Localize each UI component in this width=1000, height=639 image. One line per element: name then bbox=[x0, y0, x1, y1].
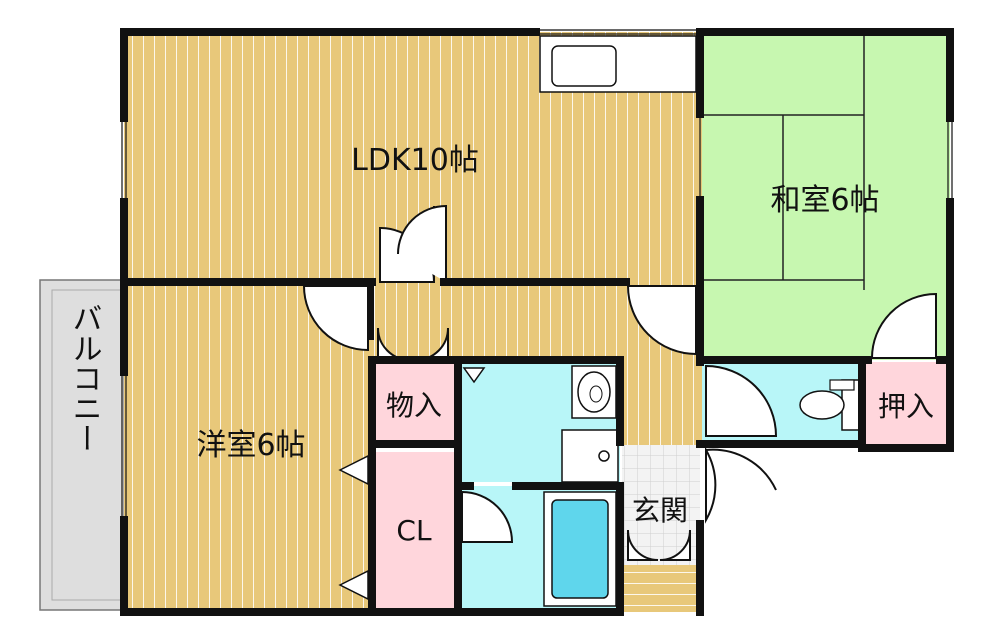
label-youshitsu: 洋室6帖 bbox=[196, 428, 305, 463]
doors bbox=[302, 204, 937, 561]
genkan-step bbox=[622, 565, 700, 612]
label-monoire: 物入 bbox=[386, 389, 442, 422]
windows bbox=[121, 29, 953, 516]
monoire-floor bbox=[372, 360, 454, 445]
label-ldk: LDK10帖 bbox=[351, 143, 479, 178]
balcony bbox=[39, 279, 125, 611]
label-balcony: バルコニー bbox=[67, 303, 102, 453]
label-genkan: 玄関 bbox=[632, 494, 688, 527]
label-washitsu: 和室6帖 bbox=[770, 183, 879, 218]
closet-floor bbox=[372, 452, 454, 612]
walls bbox=[120, 28, 954, 616]
oshiire-floor bbox=[864, 362, 948, 444]
tatami-lines bbox=[702, 32, 865, 290]
washing-machine bbox=[561, 429, 619, 483]
label-oshiire: 押入 bbox=[878, 390, 934, 423]
label-closet: CL bbox=[396, 514, 432, 547]
